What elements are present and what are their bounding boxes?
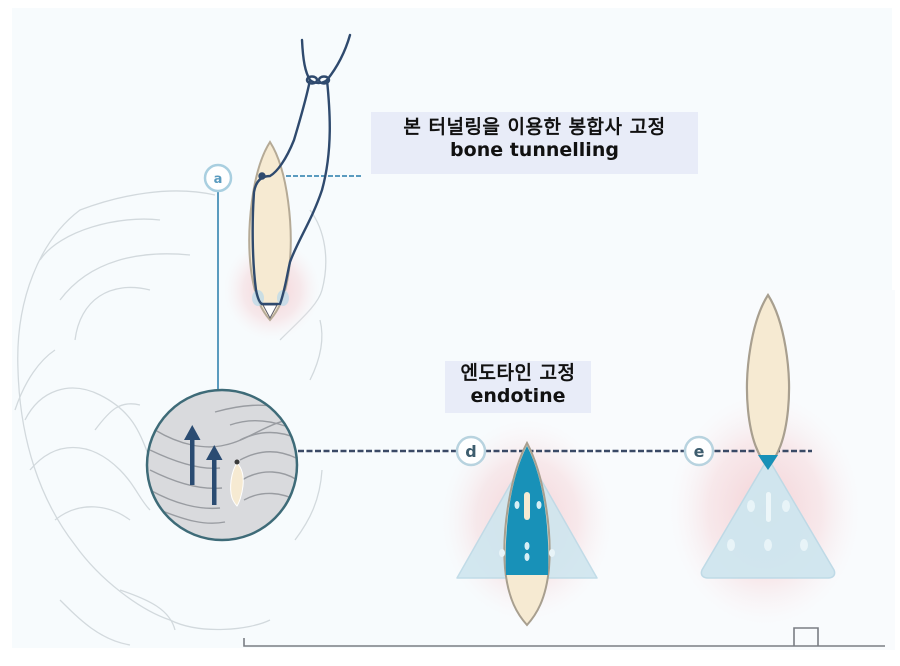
label-endotine: 엔도타인 고정 endotine <box>445 361 591 413</box>
head-outline-sketch <box>14 190 327 646</box>
marker-a: a <box>203 163 233 193</box>
magnified-scalp-view <box>145 388 299 542</box>
label-endotine-korean: 엔도타인 고정 <box>460 362 576 384</box>
label-bone-tunnelling: 본 터널링을 이용한 봉합사 고정 bone tunnelling <box>371 112 698 174</box>
label-endotine-english: endotine <box>470 384 566 407</box>
lift-arrow-icons <box>184 425 223 505</box>
label-bone-tunnelling-korean: 본 터널링을 이용한 봉합사 고정 <box>403 116 666 138</box>
svg-text:a: a <box>214 172 223 187</box>
endotine-device-e <box>700 292 836 579</box>
svg-text:e: e <box>694 442 705 461</box>
suture-thread <box>251 33 352 306</box>
marker-d: d <box>455 435 487 467</box>
marker-e: e <box>683 435 715 467</box>
endotine-device-d <box>456 440 598 627</box>
svg-text:d: d <box>465 442 476 461</box>
incision-bone-tunnelling <box>248 140 292 322</box>
baseline <box>243 627 885 647</box>
label-bone-tunnelling-english: bone tunnelling <box>450 138 619 161</box>
